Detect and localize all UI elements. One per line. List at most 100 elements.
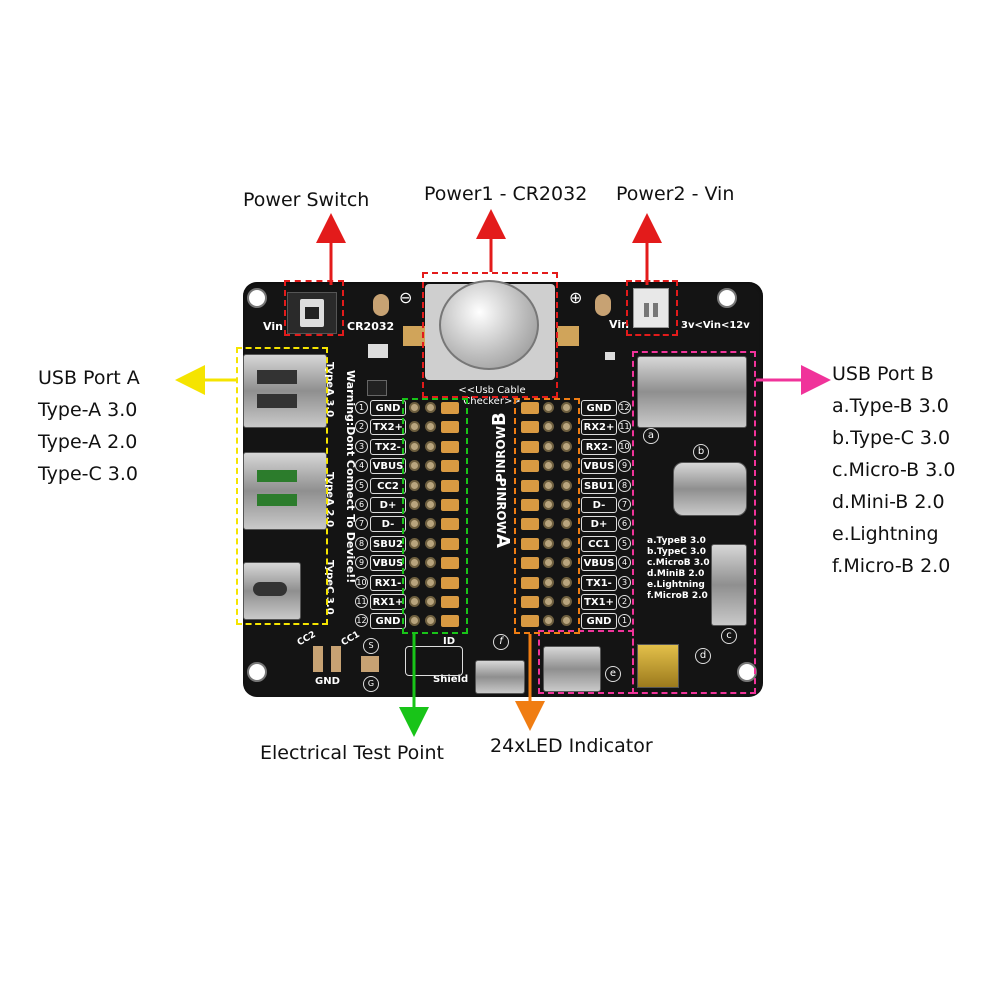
- usb-a-2-0-port[interactable]: [243, 452, 327, 530]
- pin-label-right: GND: [581, 613, 617, 630]
- port-letter-f: f: [493, 634, 509, 650]
- test-point[interactable]: [409, 615, 420, 627]
- micro-b-2-0-port[interactable]: [475, 660, 525, 694]
- test-point[interactable]: [561, 537, 572, 549]
- test-point[interactable]: [543, 421, 554, 433]
- usb-port-b-item: d.Mini-B 2.0: [832, 491, 945, 513]
- test-point[interactable]: [425, 615, 436, 627]
- power-switch-highlight: [284, 280, 344, 336]
- test-point[interactable]: [409, 402, 420, 413]
- test-point[interactable]: [543, 576, 554, 588]
- shield-label: Shield: [433, 674, 469, 685]
- cr2032-label: CR2032: [347, 320, 395, 333]
- vin-connector[interactable]: [633, 288, 669, 328]
- pin-number: 9: [618, 459, 631, 473]
- smd-component: [367, 380, 387, 396]
- usb-port-b-item: a.Type-B 3.0: [832, 395, 949, 417]
- port-letter-e: e: [605, 666, 621, 682]
- usb-port-b-highlight: [632, 351, 756, 694]
- test-point[interactable]: [561, 576, 572, 588]
- pin-number: 4: [355, 459, 368, 473]
- test-point[interactable]: [543, 596, 554, 607]
- pin-label-right: RX2-: [581, 438, 617, 455]
- test-point[interactable]: [409, 596, 420, 607]
- usb-port-a-item: Type-A 2.0: [38, 431, 138, 453]
- test-point[interactable]: [543, 615, 554, 627]
- test-point[interactable]: [425, 460, 436, 472]
- test-point[interactable]: [409, 537, 420, 549]
- pin-label-left: TX2-: [370, 438, 406, 455]
- vin-right-label: Vin: [609, 318, 629, 331]
- legend-item: c.MicroB 3.0: [647, 558, 710, 568]
- led-indicator: [441, 557, 459, 570]
- test-point[interactable]: [543, 499, 554, 510]
- pin-label-left: VBUS: [370, 458, 406, 475]
- led-indicator: [521, 596, 539, 608]
- usb-c-3-0-port-b[interactable]: [673, 462, 747, 516]
- test-point[interactable]: [425, 518, 436, 530]
- test-point[interactable]: [409, 440, 420, 452]
- test-point[interactable]: [425, 479, 436, 491]
- pin-label-right: D-: [581, 497, 617, 513]
- test-point[interactable]: [409, 499, 420, 510]
- mini-b-2-0-port[interactable]: [637, 644, 679, 688]
- test-point[interactable]: [409, 557, 420, 569]
- pin-number: 4: [618, 556, 631, 570]
- test-point[interactable]: [561, 479, 572, 491]
- power-switch[interactable]: [287, 292, 337, 334]
- test-point[interactable]: [561, 440, 572, 452]
- test-point[interactable]: [409, 479, 420, 491]
- test-point[interactable]: [561, 499, 572, 510]
- shield-pad: [361, 656, 379, 672]
- led-indicator: [521, 460, 539, 473]
- pin-number: 2: [618, 595, 631, 608]
- legend-item: f.MicroB 2.0: [647, 591, 708, 601]
- test-point[interactable]: [543, 537, 554, 549]
- test-point[interactable]: [425, 402, 436, 413]
- usb-b-3-0-port[interactable]: [637, 356, 747, 428]
- pin-label-right: GND: [581, 400, 617, 416]
- vin-range-label: 3v<Vin<12v: [681, 320, 750, 331]
- port-letter-d: d: [695, 648, 711, 664]
- test-point[interactable]: [425, 499, 436, 510]
- test-point[interactable]: [425, 576, 436, 588]
- test-point[interactable]: [425, 557, 436, 569]
- test-point[interactable]: [425, 421, 436, 433]
- usb-port-a-title: USB Port A: [38, 367, 140, 389]
- test-point[interactable]: [543, 402, 554, 413]
- test-point[interactable]: [425, 440, 436, 452]
- test-point[interactable]: [543, 518, 554, 530]
- id-shield-box: [405, 646, 463, 676]
- pin-number: 12: [355, 614, 368, 628]
- battery-clip: [557, 326, 579, 346]
- port-tongue: [257, 370, 297, 384]
- solder-pad: [373, 294, 389, 316]
- pin-number: 5: [618, 536, 631, 550]
- test-point[interactable]: [409, 460, 420, 472]
- test-point[interactable]: [561, 402, 572, 413]
- test-point[interactable]: [409, 576, 420, 588]
- coin-cell-battery: [439, 280, 539, 370]
- pin-number: 7: [355, 517, 368, 531]
- test-point[interactable]: [409, 518, 420, 530]
- test-point[interactable]: [561, 596, 572, 607]
- pin-label-right: CC1: [581, 535, 617, 552]
- test-point[interactable]: [561, 518, 572, 530]
- test-point[interactable]: [561, 615, 572, 627]
- pin-number: 8: [618, 478, 631, 492]
- pin-number: 6: [618, 517, 631, 531]
- test-point[interactable]: [425, 596, 436, 607]
- micro-b-3-0-port[interactable]: [711, 544, 747, 626]
- test-point[interactable]: [543, 479, 554, 491]
- test-point[interactable]: [409, 421, 420, 433]
- test-point[interactable]: [543, 440, 554, 452]
- test-point[interactable]: [561, 421, 572, 433]
- test-point[interactable]: [543, 460, 554, 472]
- test-point[interactable]: [425, 537, 436, 549]
- test-point[interactable]: [543, 557, 554, 569]
- lightning-port[interactable]: [543, 646, 601, 692]
- legend-item: e.Lightning: [647, 580, 705, 590]
- test-point[interactable]: [561, 460, 572, 472]
- test-point[interactable]: [561, 557, 572, 569]
- pin-label-right: TX1-: [581, 574, 617, 591]
